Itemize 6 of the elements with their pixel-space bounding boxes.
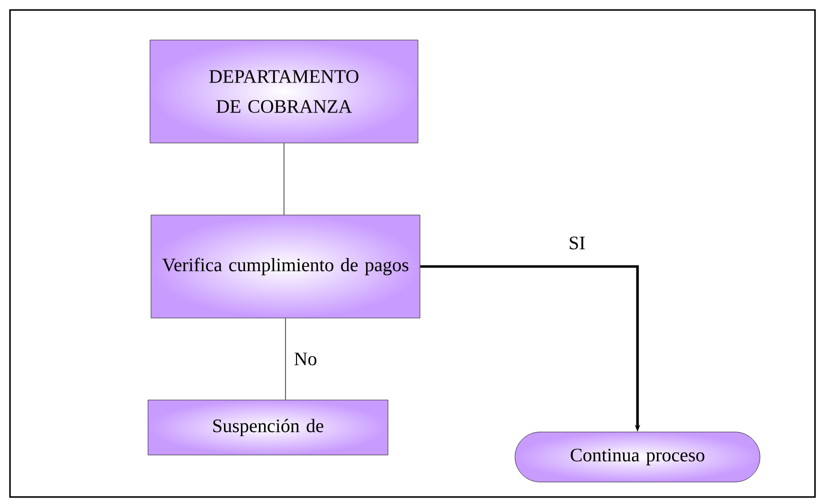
process-box: Verifica cumplimiento de pagos: [150, 214, 420, 318]
edge-label: No: [292, 352, 318, 366]
process-box: Suspención de: [148, 400, 388, 456]
connector: [285, 318, 286, 400]
edge-label: SI: [568, 236, 586, 250]
process-box: DEPARTAMENTO DE COBRANZA: [150, 40, 418, 144]
